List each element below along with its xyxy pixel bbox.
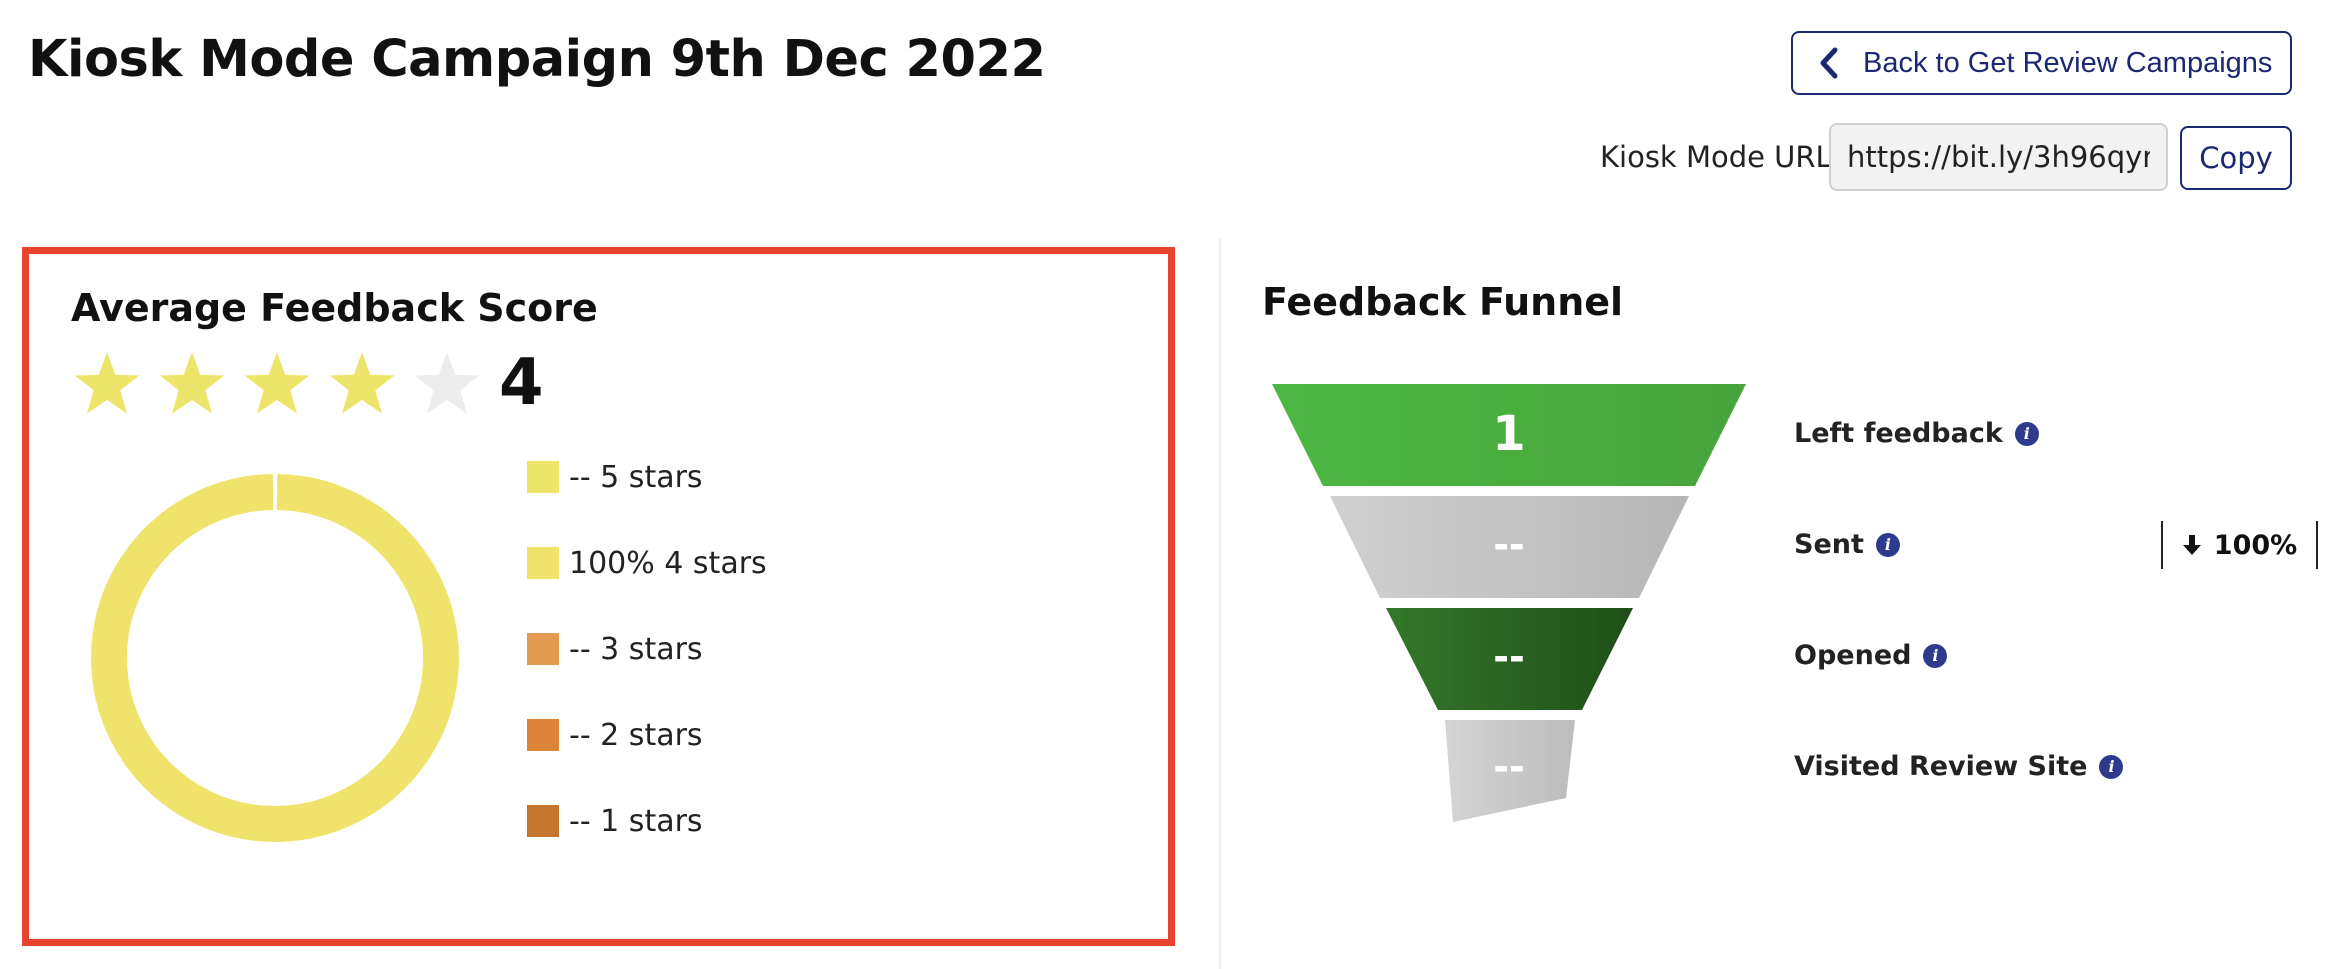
legend-swatch: [527, 805, 559, 837]
funnel-label-sent: Sent i: [1794, 529, 1900, 560]
info-icon[interactable]: i: [1875, 532, 1900, 557]
star-filled-icon: [159, 352, 225, 414]
legend-swatch: [527, 461, 559, 493]
chevron-left-icon: [1819, 47, 1839, 79]
average-feedback-score-card: Average Feedback Score 4 -- 5 stars 100% …: [22, 247, 1175, 946]
donut-slice-4-stars: [91, 474, 459, 842]
funnel-label-left-feedback: Left feedback i: [1794, 418, 2039, 449]
info-icon[interactable]: i: [1923, 643, 1948, 668]
info-icon[interactable]: i: [2014, 421, 2039, 446]
copy-button[interactable]: Copy: [2180, 126, 2292, 190]
arrow-down-icon: [2182, 533, 2202, 557]
feedback-funnel-card: Feedback Funnel 1 -- -- -- Left feedback…: [1219, 238, 2337, 969]
back-button-label: Back to Get Review Campaigns: [1863, 46, 2273, 79]
page-title: Kiosk Mode Campaign 9th Dec 2022: [28, 30, 1046, 89]
funnel-value-visited: --: [1493, 745, 1525, 789]
legend-item: -- 5 stars: [527, 434, 767, 520]
legend-label: -- 2 stars: [569, 717, 703, 753]
legend-label: -- 1 stars: [569, 803, 703, 839]
funnel-value-left-feedback: 1: [1492, 406, 1525, 462]
funnel-label-visited-review-site: Visited Review Site i: [1794, 751, 2124, 782]
legend-swatch: [527, 633, 559, 665]
legend-label: -- 5 stars: [569, 459, 703, 495]
feedback-funnel-chart: 1 -- -- --: [1272, 384, 1746, 822]
funnel-stage-opened: [1386, 608, 1633, 710]
left-feedback-label: Left feedback: [1794, 418, 2003, 449]
legend-swatch: [527, 547, 559, 579]
sent-conversion-stat: 100%: [2161, 521, 2318, 569]
opened-label: Opened: [1794, 640, 1912, 671]
score-donut-chart: [91, 474, 459, 842]
funnel-label-opened: Opened i: [1794, 640, 1948, 671]
score-card-title: Average Feedback Score: [71, 286, 598, 330]
star-filled-icon: [74, 352, 140, 414]
visited-review-site-label: Visited Review Site: [1794, 751, 2088, 782]
legend-item: -- 2 stars: [527, 692, 767, 778]
funnel-card-title: Feedback Funnel: [1262, 280, 1624, 324]
kiosk-url-input[interactable]: [1829, 123, 2168, 191]
legend-item: -- 1 stars: [527, 778, 767, 864]
funnel-value-sent: --: [1493, 523, 1525, 567]
legend-label: 100% 4 stars: [569, 545, 767, 581]
score-legend: -- 5 stars 100% 4 stars -- 3 stars -- 2 sta…: [527, 434, 767, 864]
legend-label: -- 3 stars: [569, 631, 703, 667]
star-empty-icon: [414, 352, 480, 414]
legend-item: -- 3 stars: [527, 606, 767, 692]
info-icon[interactable]: i: [2099, 754, 2124, 779]
funnel-stage-left-feedback: [1272, 384, 1746, 486]
star-filled-icon: [244, 352, 310, 414]
star-filled-icon: [329, 352, 395, 414]
sent-conversion-value: 100%: [2213, 529, 2298, 561]
star-rating: [72, 349, 497, 419]
funnel-value-opened: --: [1493, 635, 1525, 679]
kiosk-url-label: Kiosk Mode URL:: [1600, 140, 1842, 174]
legend-swatch: [527, 719, 559, 751]
sent-label: Sent: [1794, 529, 1864, 560]
average-score-value: 4: [499, 346, 544, 420]
back-to-campaigns-button[interactable]: Back to Get Review Campaigns: [1791, 31, 2292, 95]
legend-item: 100% 4 stars: [527, 520, 767, 606]
funnel-stage-sent: [1330, 496, 1689, 598]
funnel-stage-visited: [1445, 720, 1575, 822]
